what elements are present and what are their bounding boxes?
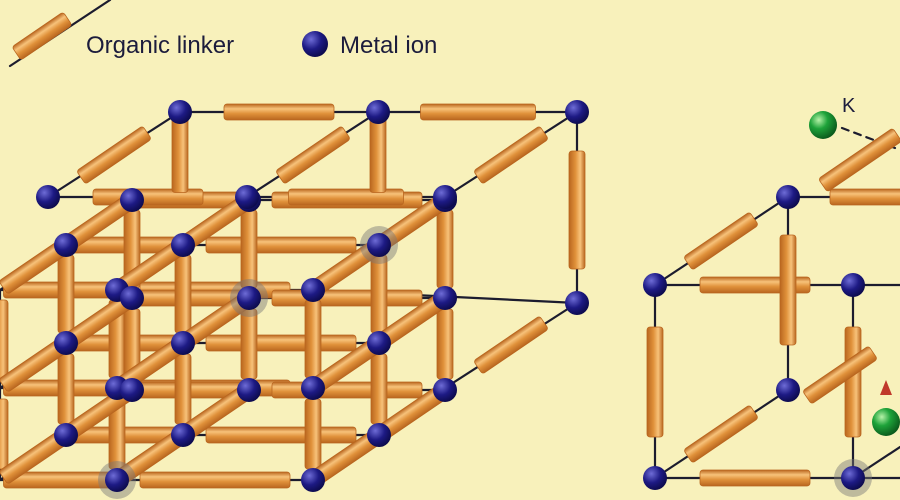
organic-linker — [276, 126, 350, 184]
metal-ion — [168, 100, 192, 124]
organic-linker — [0, 299, 9, 379]
legend-linker-swatch — [12, 12, 72, 60]
metal-ion — [237, 286, 261, 310]
metal-ion — [301, 376, 325, 400]
metal-ion — [105, 468, 129, 492]
organic-linker — [139, 471, 291, 489]
organic-linker — [271, 289, 423, 307]
organic-linker — [240, 209, 258, 289]
potassium-ion — [809, 111, 837, 139]
organic-linker — [474, 126, 548, 184]
metal-ion — [841, 273, 865, 297]
organic-linker — [57, 353, 75, 425]
metal-ion — [433, 286, 457, 310]
organic-linker — [171, 117, 189, 193]
organic-linker — [819, 128, 900, 192]
organic-linker — [474, 316, 548, 374]
organic-linker — [803, 346, 877, 404]
metal-ion — [367, 331, 391, 355]
organic-linker — [174, 353, 192, 425]
metal-ion — [301, 278, 325, 302]
metal-ion — [54, 331, 78, 355]
metal-ion — [301, 468, 325, 492]
metal-ion — [367, 233, 391, 257]
metal-ion — [643, 273, 667, 297]
metal-ion — [171, 423, 195, 447]
organic-linker — [240, 308, 258, 380]
legend-metal-label: Metal ion — [340, 32, 438, 59]
metal-ion — [54, 423, 78, 447]
metal-ion — [120, 378, 144, 402]
organic-linker — [436, 209, 454, 289]
organic-linker — [369, 117, 387, 193]
metal-ions — [36, 100, 872, 499]
metal-ion — [235, 185, 259, 209]
metal-ion — [565, 291, 589, 315]
metal-ion — [841, 466, 865, 490]
metal-ion — [565, 100, 589, 124]
potassium-label: K — [842, 95, 856, 117]
metal-ion — [171, 233, 195, 257]
organic-linker — [304, 398, 322, 470]
metal-ion — [643, 466, 667, 490]
organic-linker — [844, 326, 862, 438]
metal-ion — [433, 185, 457, 209]
organic-linker — [223, 103, 335, 121]
organic-linkers — [0, 103, 900, 489]
organic-linker — [174, 254, 192, 334]
organic-linker — [684, 212, 758, 270]
organic-linker — [646, 326, 664, 438]
organic-linker — [829, 188, 900, 206]
organic-linker — [436, 308, 454, 380]
organic-linker — [684, 405, 758, 463]
metal-ion — [36, 185, 60, 209]
organic-linker — [779, 234, 797, 346]
metal-ion — [776, 378, 800, 402]
potassium-ion — [872, 408, 900, 436]
legend-linker-label: Organic linker — [86, 32, 235, 59]
metal-ion — [366, 100, 390, 124]
legend — [12, 12, 328, 60]
organic-linker — [271, 381, 423, 399]
organic-linker — [699, 469, 811, 487]
organic-linker — [420, 103, 536, 121]
metal-ion — [776, 185, 800, 209]
potassium-ions — [809, 111, 900, 436]
organic-linker — [370, 353, 388, 425]
metal-ion — [237, 378, 261, 402]
legend-metal-swatch — [302, 31, 328, 57]
organic-linker — [568, 150, 586, 270]
organic-linker — [304, 299, 322, 379]
organic-linker — [205, 426, 357, 444]
arrow-icon — [880, 380, 892, 395]
organic-linker — [370, 254, 388, 334]
metal-ion — [120, 188, 144, 212]
metal-ion — [54, 233, 78, 257]
organic-linker — [0, 398, 9, 470]
organic-linker — [205, 334, 357, 352]
coordination-bond — [840, 126, 897, 150]
metal-ion — [171, 331, 195, 355]
organic-linker — [57, 254, 75, 334]
metal-ion — [120, 286, 144, 310]
organic-linker — [77, 126, 151, 184]
organic-linker — [205, 236, 357, 254]
organic-linker — [288, 188, 404, 206]
metal-ion — [433, 378, 457, 402]
metal-ion — [367, 423, 391, 447]
